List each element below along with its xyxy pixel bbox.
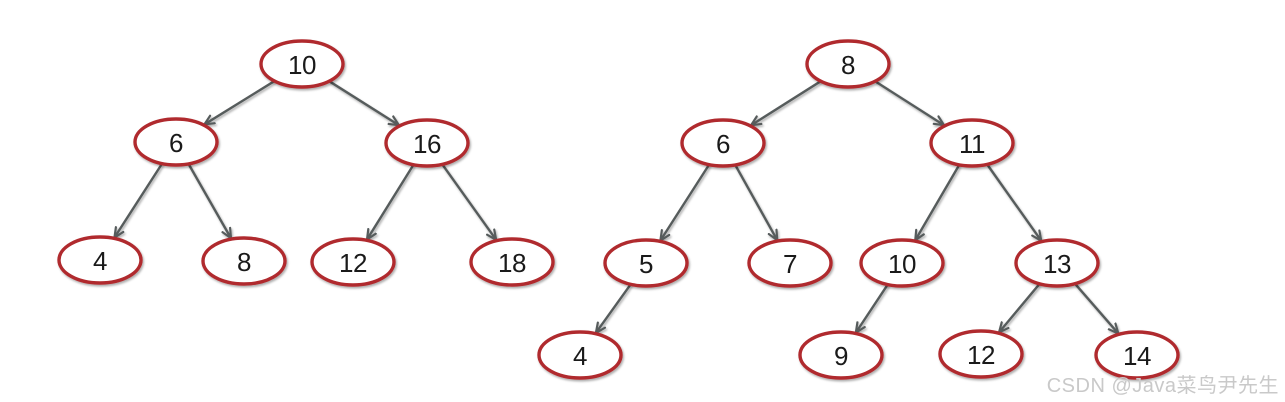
node-ellipse xyxy=(259,39,345,89)
tree-edge-10-to-6 xyxy=(204,80,276,124)
tree-edge-6-to-7 xyxy=(734,164,777,240)
node-ellipse xyxy=(859,238,945,288)
tree-edge-8-to-11 xyxy=(874,80,944,125)
tree-node-14: 14 xyxy=(1094,330,1180,380)
node-label: 16 xyxy=(413,129,441,159)
node-label: 18 xyxy=(498,248,526,278)
node-label: 14 xyxy=(1123,341,1151,371)
node-label: 6 xyxy=(169,128,183,158)
node-label: 8 xyxy=(237,247,251,277)
tree-node-12: 12 xyxy=(310,237,396,287)
node-ellipse xyxy=(603,238,689,288)
tree-layer: 10 6 16 4 8 12 18 8 6 11 5 7 10 13 4 9 12 14 xyxy=(57,39,1180,380)
node-ellipse xyxy=(798,330,884,380)
node-ellipse xyxy=(133,117,219,167)
node-label: 10 xyxy=(888,249,916,279)
binary-tree-left: 10 6 16 4 8 12 18 xyxy=(57,39,555,287)
node-label: 7 xyxy=(783,249,797,279)
tree-node-18: 18 xyxy=(469,237,555,287)
tree-node-12: 12 xyxy=(938,329,1024,379)
tree-node-8: 8 xyxy=(201,236,287,286)
node-label: 8 xyxy=(841,50,855,80)
tree-edge-10-to-16 xyxy=(328,80,399,125)
node-ellipse xyxy=(469,237,555,287)
tree-node-5: 5 xyxy=(603,238,689,288)
tree-edge-13-to-12 xyxy=(999,283,1041,333)
tree-node-10: 10 xyxy=(859,238,945,288)
watermark: CSDN @Java菜鸟尹先生 xyxy=(1046,375,1279,397)
node-ellipse xyxy=(384,118,470,168)
tree-node-13: 13 xyxy=(1014,238,1100,288)
tree-edge-11-to-13 xyxy=(986,163,1041,240)
node-label: 9 xyxy=(834,341,848,371)
node-label: 10 xyxy=(288,50,316,80)
node-label: 11 xyxy=(959,129,985,159)
binary-tree-right: 8 6 11 5 7 10 13 4 9 12 14 xyxy=(537,39,1180,380)
tree-node-10: 10 xyxy=(259,39,345,89)
node-label: 4 xyxy=(573,341,587,371)
tree-node-7: 7 xyxy=(747,238,833,288)
tree-edge-6-to-5 xyxy=(660,163,711,241)
tree-edge-5-to-4 xyxy=(596,283,632,333)
tree-node-11: 11 xyxy=(929,118,1015,168)
node-ellipse xyxy=(201,236,287,286)
tree-edge-16-to-18 xyxy=(441,163,496,239)
node-label: 13 xyxy=(1043,249,1071,279)
node-ellipse xyxy=(57,235,143,285)
node-ellipse xyxy=(537,330,623,380)
node-ellipse xyxy=(1094,330,1180,380)
tree-edge-16-to-12 xyxy=(367,164,415,240)
tree-node-9: 9 xyxy=(798,330,884,380)
node-label: 4 xyxy=(93,246,107,276)
tree-node-4: 4 xyxy=(57,235,143,285)
tree-edge-6-to-8 xyxy=(187,163,231,238)
tree-node-6: 6 xyxy=(680,118,766,168)
tree-edge-13-to-14 xyxy=(1074,282,1118,334)
tree-node-16: 16 xyxy=(384,118,470,168)
node-label: 5 xyxy=(639,249,653,279)
node-ellipse xyxy=(805,39,891,89)
node-label: 12 xyxy=(339,248,367,278)
node-ellipse xyxy=(747,238,833,288)
tree-edge-10-to-9 xyxy=(856,283,889,333)
tree-node-4: 4 xyxy=(537,330,623,380)
node-label: 6 xyxy=(716,129,730,159)
node-ellipse xyxy=(680,118,766,168)
tree-edge-8-to-6 xyxy=(751,80,822,125)
node-ellipse xyxy=(310,237,396,287)
tree-edge-6-to-4 xyxy=(114,162,164,238)
node-label: 12 xyxy=(967,340,995,370)
tree-edge-11-to-10 xyxy=(915,164,961,240)
node-ellipse xyxy=(929,118,1015,168)
node-ellipse xyxy=(1014,238,1100,288)
tree-node-6: 6 xyxy=(133,117,219,167)
node-ellipse xyxy=(938,329,1024,379)
tree-node-8: 8 xyxy=(805,39,891,89)
